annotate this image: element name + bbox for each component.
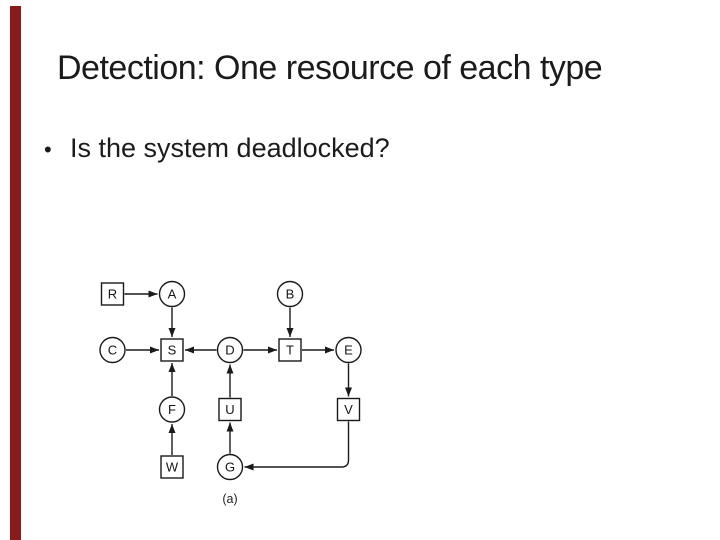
node-label-D: D — [225, 343, 234, 358]
node-label-A: A — [168, 287, 177, 302]
process-node-E — [335, 336, 362, 364]
process-node-D — [216, 336, 244, 364]
graph-edges — [124, 290, 352, 471]
node-label-E: E — [344, 343, 353, 358]
resource-node-V — [336, 397, 361, 422]
resource-node-U — [218, 397, 242, 422]
node-label-B: B — [286, 287, 295, 302]
node-label-G: G — [225, 460, 235, 475]
node-label-C: C — [108, 343, 117, 358]
bullet-text: Is the system deadlocked? — [70, 133, 390, 163]
resource-node-W — [160, 455, 184, 479]
node-label-U: U — [225, 402, 234, 417]
edge-V-G — [244, 421, 350, 471]
process-node-G — [216, 453, 244, 481]
process-node-A — [158, 280, 186, 308]
slide-accent-bar — [10, 6, 21, 540]
figure-caption: (a) — [222, 492, 237, 506]
process-node-F — [158, 396, 186, 423]
slide-title: Detection: One resource of each type — [57, 49, 603, 87]
bullet-icon: • — [44, 137, 52, 162]
process-node-C — [99, 336, 126, 364]
node-label-S: S — [168, 343, 177, 358]
bullet-line: • Is the system deadlocked? — [44, 134, 390, 163]
node-label-V: V — [344, 402, 353, 417]
process-node-B — [276, 280, 304, 308]
graph-nodes: R A B C S D T E F U V W G — [99, 280, 362, 481]
resource-node-T — [278, 338, 302, 362]
resource-node-S — [160, 338, 184, 362]
resource-node-R — [100, 282, 125, 306]
node-label-W: W — [166, 460, 179, 475]
node-label-F: F — [168, 402, 176, 417]
node-label-R: R — [108, 287, 117, 302]
node-label-T: T — [286, 343, 294, 358]
